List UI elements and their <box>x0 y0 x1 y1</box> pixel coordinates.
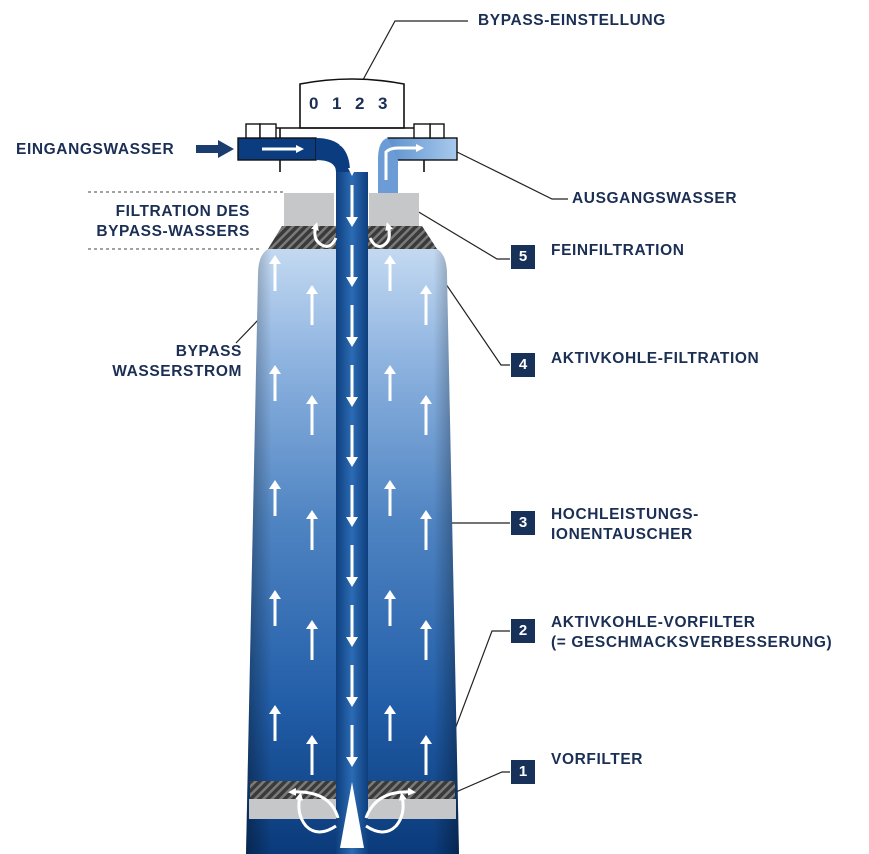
prefilter-layer-right <box>368 799 456 819</box>
carbon-prefilter-layer-right <box>368 781 455 799</box>
label-inlet-water: EINGANGSWASSER <box>16 141 175 158</box>
label-bypass-flow: BYPASS WASSERSTROM <box>90 342 242 382</box>
down-arrow-icon <box>346 245 358 287</box>
down-arrow-icon <box>346 725 358 767</box>
stage-5-badge: 5 <box>511 245 535 269</box>
up-arrow-icon <box>420 510 432 550</box>
label-bypass-filtration-line1: FILTRATION DES <box>115 203 250 220</box>
bypass-setting-0[interactable]: 0 <box>309 94 319 113</box>
stage-3-badge: 3 <box>511 511 535 535</box>
down-arrow-icon <box>346 365 358 407</box>
fine-filter-left <box>284 193 334 226</box>
up-arrow-icon <box>306 620 318 660</box>
bypass-setting-1[interactable]: 1 <box>332 94 342 113</box>
bypass-flow-arrows <box>311 222 393 248</box>
label-bypass-flow-line2: WASSERSTROM <box>112 363 242 380</box>
bypass-head <box>299 78 405 129</box>
stage-5-label: FEINFILTRATION <box>551 241 685 261</box>
down-arrow-icon <box>346 665 358 707</box>
bottom-flow-arrows <box>288 787 416 834</box>
prefilter-layer-left <box>249 799 336 819</box>
up-arrow-icon <box>269 365 281 401</box>
leader-bypass-setting <box>351 20 468 101</box>
up-arrow-icon <box>420 620 432 660</box>
up-arrow-icon <box>384 255 396 291</box>
label-outlet-water: AUSGANGSWASSER <box>572 190 738 207</box>
stage-5-line1: FEINFILTRATION <box>551 242 685 259</box>
up-arrow-icon <box>420 395 432 435</box>
up-arrow-icon <box>269 705 281 741</box>
up-arrow-icon <box>306 395 318 435</box>
bypass-zone-dashes <box>88 191 283 250</box>
stage-3-line2: IONENTAUSCHER <box>551 526 693 543</box>
up-arrow-icon <box>384 480 396 516</box>
label-bypass-flow-line1: BYPASS <box>175 343 242 360</box>
bypass-setting-3[interactable]: 3 <box>378 94 388 113</box>
up-arrow-icon <box>269 480 281 516</box>
up-flow-arrows <box>269 255 432 775</box>
stage-3-label: HOCHLEISTUNGS- IONENTAUSCHER <box>551 505 699 545</box>
stage-4-line1: AKTIVKOHLE-FILTRATION <box>551 350 760 367</box>
stage-2-line1: AKTIVKOHLE-VORFILTER <box>551 614 756 631</box>
leader-stage-5 <box>406 204 510 260</box>
up-arrow-icon <box>420 285 432 325</box>
stage-2-line2: (= GESCHMACKSVERBESSERUNG) <box>551 634 833 651</box>
stage-1-badge: 1 <box>511 760 535 784</box>
up-arrow-icon <box>384 590 396 626</box>
bottom-cone <box>340 782 364 848</box>
up-arrow-icon <box>306 735 318 775</box>
leader-outlet <box>456 151 568 200</box>
stage-1-line1: VORFILTER <box>551 751 644 768</box>
up-arrow-icon <box>306 510 318 550</box>
label-bypass-filtration-line2: BYPASS-WASSERS <box>96 223 250 240</box>
head-flow-arrows <box>262 142 424 180</box>
down-arrow-icon <box>346 305 358 347</box>
label-bypass-filtration: FILTRATION DES BYPASS-WASSERS <box>88 202 250 242</box>
up-arrow-icon <box>384 705 396 741</box>
down-arrow-icon <box>346 425 358 467</box>
stage-2-badge: 2 <box>511 619 535 643</box>
stage-4-label: AKTIVKOHLE-FILTRATION <box>551 349 759 369</box>
stage-2-label: AKTIVKOHLE-VORFILTER (= GESCHMACKSVERBES… <box>551 613 832 653</box>
up-arrow-icon <box>269 590 281 626</box>
label-bypass-setting: BYPASS-EINSTELLUNG <box>478 12 666 29</box>
up-arrow-icon <box>384 365 396 401</box>
fine-filter-right <box>369 193 419 226</box>
stage-3-line1: HOCHLEISTUNGS- <box>551 506 699 523</box>
inlet-arrow-icon <box>196 140 234 158</box>
down-arrow-icon <box>346 485 358 527</box>
bypass-setting-2[interactable]: 2 <box>355 94 365 113</box>
up-arrow-icon <box>420 735 432 775</box>
stage-4-badge: 4 <box>511 353 535 377</box>
up-arrow-icon <box>306 285 318 325</box>
down-arrow-icon <box>346 545 358 587</box>
down-arrow-icon <box>346 605 358 647</box>
up-arrow-icon <box>269 255 281 291</box>
stage-1-label: VORFILTER <box>551 750 643 770</box>
down-arrow-icon <box>346 185 358 227</box>
down-flow-arrows <box>346 185 358 767</box>
outlet-pipe <box>378 123 458 193</box>
